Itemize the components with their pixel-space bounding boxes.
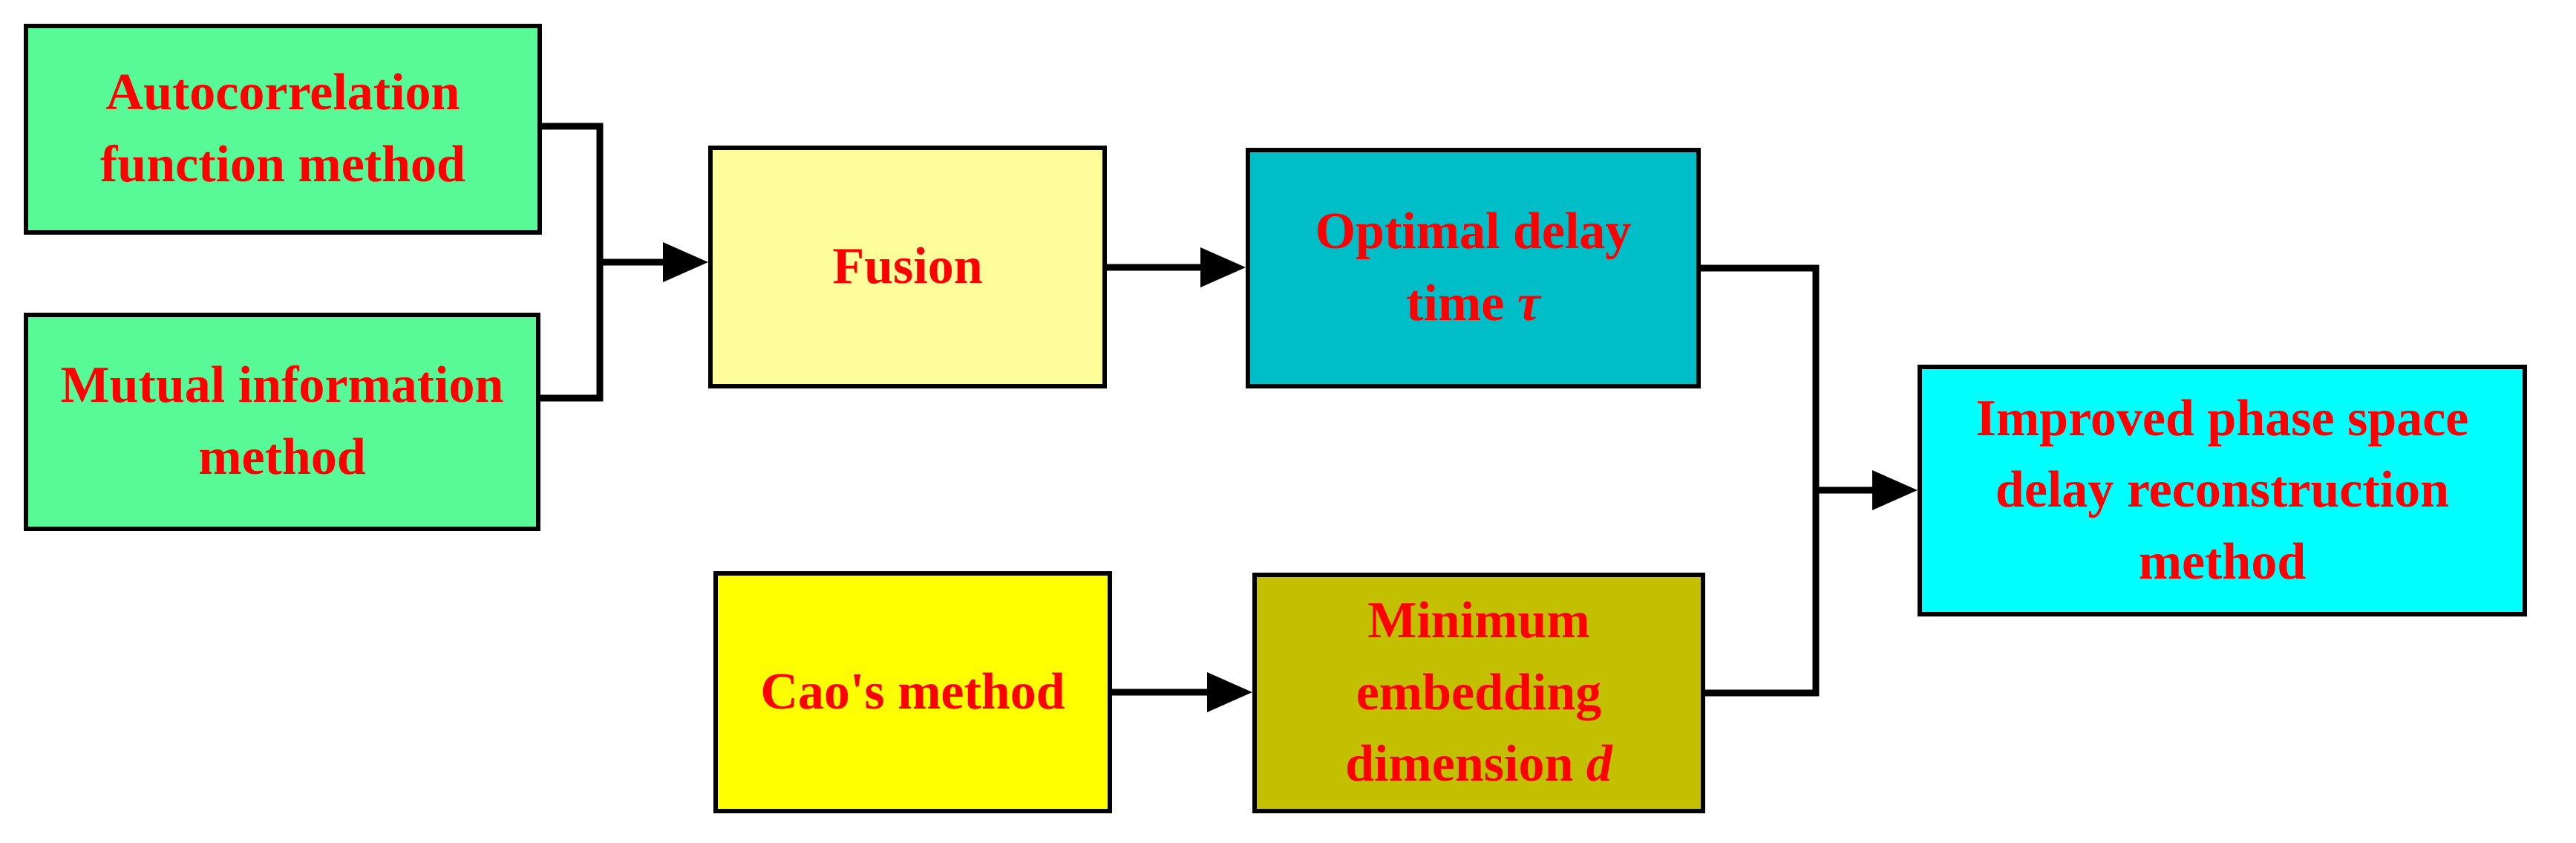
node-label-line: Mutual information (60, 357, 504, 414)
node-label-line: Minimum (1367, 592, 1590, 650)
arrow-merge-to-improved (1816, 470, 1918, 510)
arrow-cao-to-min-embedding (1112, 672, 1252, 712)
node-label-line: Optimal delay (1315, 203, 1632, 261)
node-label-line: Autocorrelation (105, 64, 460, 122)
node-optimal-delay-time: Optimal delay time τ (1246, 148, 1701, 388)
node-label-line: delay reconstruction (1995, 461, 2450, 519)
d-symbol: d (1586, 735, 1612, 793)
node-label-line: embedding (1356, 663, 1602, 721)
connector-merge-right (1698, 264, 1820, 697)
node-improved-phase-space-method: Improved phase space delay reconstructio… (1918, 365, 2527, 616)
connector-merge-left (537, 123, 604, 402)
node-label-line: method (198, 429, 366, 486)
arrow-fusion-to-optimal-delay (1107, 247, 1246, 287)
node-mutual-information-method: Mutual information method (24, 313, 540, 531)
node-fusion: Fusion (708, 146, 1107, 388)
node-label-line: function method (100, 136, 465, 193)
node-label-line: Cao's method (760, 663, 1065, 720)
node-minimum-embedding-dimension: Minimum embedding dimension d (1252, 573, 1705, 813)
node-label-line: dimension d (1345, 735, 1612, 793)
node-cao-method: Cao's method (713, 571, 1112, 813)
node-label-line: Fusion (832, 238, 983, 296)
node-label-line: time τ (1406, 275, 1540, 332)
arrow-merge-to-fusion (600, 242, 708, 282)
node-label-line: method (2138, 533, 2307, 590)
node-label-line: Improved phase space (1975, 389, 2469, 447)
node-autocorrelation-function-method: Autocorrelation function method (24, 24, 542, 235)
tau-symbol: τ (1517, 275, 1540, 332)
